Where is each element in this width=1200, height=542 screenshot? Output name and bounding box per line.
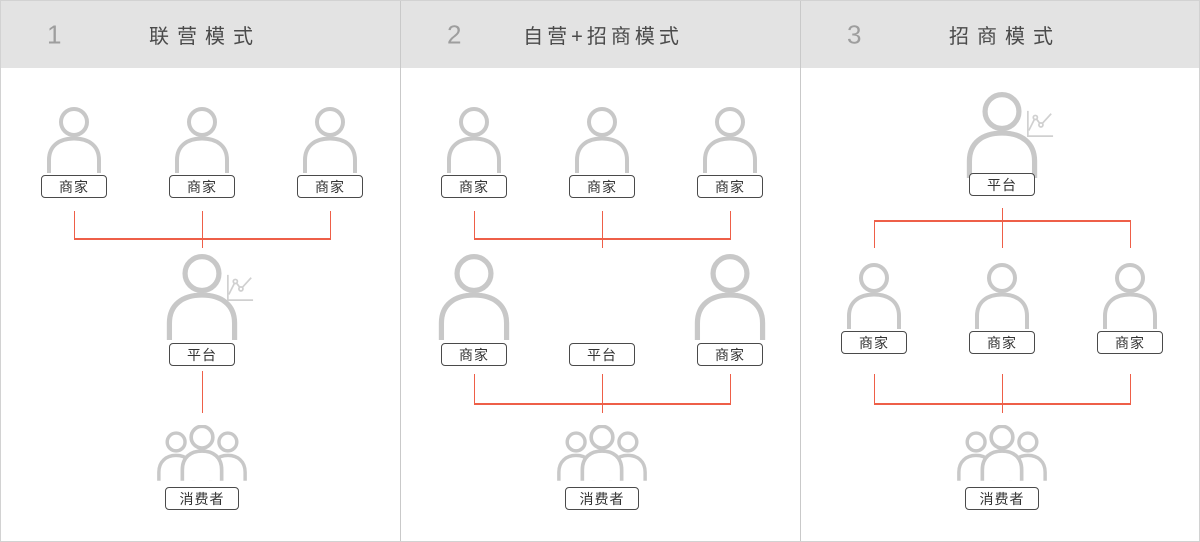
panel-number-1: 1 xyxy=(47,19,62,49)
platform-label: 平台 xyxy=(569,343,635,366)
consumer-label: 消费者 xyxy=(965,487,1039,510)
merchant-person-icon xyxy=(842,263,906,329)
merchant-label: 商家 xyxy=(297,175,363,198)
panel-title-3: 招商模式 xyxy=(949,26,1061,48)
line-chart-icon xyxy=(226,274,254,302)
consumer-group-icon xyxy=(956,425,1048,481)
merchant-person-icon xyxy=(432,254,516,340)
connector-line xyxy=(729,374,731,403)
merchant-person-icon xyxy=(688,254,772,340)
platform-label: 平台 xyxy=(969,173,1035,196)
column-divider xyxy=(800,1,801,541)
consumer-label: 消费者 xyxy=(165,487,239,510)
panel-title-2: 自营+招商模式 xyxy=(523,26,683,48)
panel-number-2: 2 xyxy=(447,19,462,49)
consumer-group-icon xyxy=(156,425,248,481)
merchant-label: 商家 xyxy=(169,175,235,198)
line-chart-icon xyxy=(1026,110,1054,138)
merchant-label: 商家 xyxy=(697,175,763,198)
connector-line xyxy=(1129,220,1131,248)
connector-line xyxy=(473,238,731,240)
merchant-person-icon xyxy=(442,107,506,173)
merchant-person-icon xyxy=(970,263,1034,329)
merchant-person-icon xyxy=(698,107,762,173)
connector-line xyxy=(729,211,731,238)
connector-line xyxy=(73,238,331,240)
panel-joint-operation: 1 联营模式 商家 商家 商家 平台 消费者 xyxy=(1,1,401,541)
connector-line xyxy=(73,211,75,238)
merchant-label: 商家 xyxy=(969,331,1035,354)
connector-line xyxy=(601,374,603,413)
panel-number-3: 3 xyxy=(847,19,862,49)
panel-title-1: 联营模式 xyxy=(149,26,261,48)
connector-line xyxy=(473,403,731,405)
consumer-group-icon xyxy=(556,425,648,481)
panel-header-2: 2 自营+招商模式 xyxy=(401,1,801,68)
panel-body-2: 商家 商家 商家 商家 平台 商家 消费者 xyxy=(401,68,801,541)
connector-line xyxy=(873,403,1131,405)
connector-line xyxy=(873,374,875,403)
connector-line xyxy=(1001,374,1003,413)
panel-self-plus-investment: 2 自营+招商模式 商家 商家 商家 商家 平台 商家 xyxy=(401,1,801,541)
connector-line xyxy=(1001,208,1003,220)
connector-line xyxy=(1129,374,1131,403)
platform-label: 平台 xyxy=(169,343,235,366)
connector-line xyxy=(873,220,875,248)
connector-line xyxy=(201,371,203,413)
merchant-label: 商家 xyxy=(441,343,507,366)
merchant-person-icon xyxy=(298,107,362,173)
connector-line xyxy=(1001,220,1003,248)
consumer-label: 消费者 xyxy=(565,487,639,510)
merchant-label: 商家 xyxy=(41,175,107,198)
panel-body-1: 商家 商家 商家 平台 消费者 xyxy=(1,68,401,541)
merchant-person-icon xyxy=(170,107,234,173)
merchant-label: 商家 xyxy=(569,175,635,198)
panel-header-3: 3 招商模式 xyxy=(801,1,1199,68)
connector-line xyxy=(473,374,475,403)
panel-investment: 3 招商模式 平台 商家 商家 商家 xyxy=(801,1,1199,541)
connector-line xyxy=(473,211,475,238)
merchant-person-icon xyxy=(570,107,634,173)
merchant-label: 商家 xyxy=(1097,331,1163,354)
connector-line xyxy=(201,211,203,248)
connector-line xyxy=(329,211,331,238)
merchant-label: 商家 xyxy=(697,343,763,366)
panel-header-1: 1 联营模式 xyxy=(1,1,401,68)
connector-line xyxy=(601,211,603,248)
merchant-person-icon xyxy=(42,107,106,173)
merchant-label: 商家 xyxy=(841,331,907,354)
panel-body-3: 平台 商家 商家 商家 消费者 xyxy=(801,68,1199,541)
column-divider xyxy=(400,1,401,541)
merchant-label: 商家 xyxy=(441,175,507,198)
merchant-person-icon xyxy=(1098,263,1162,329)
